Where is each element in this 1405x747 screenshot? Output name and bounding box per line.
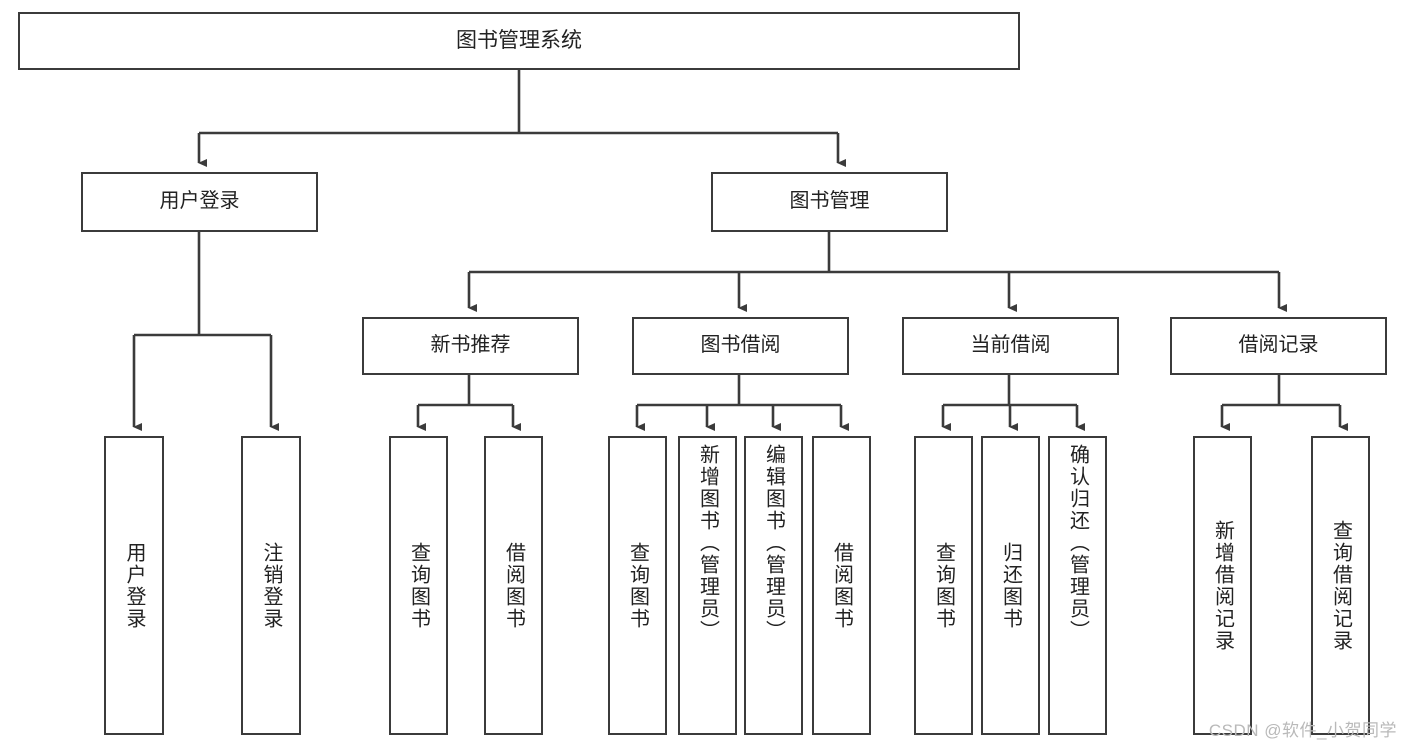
- leaf-borrow-edit-book-label: 编辑图书（管理员）: [762, 444, 785, 642]
- leaf-records-add-record[interactable]: 新增借阅记录: [1193, 436, 1252, 735]
- leaf-user-login-logout[interactable]: 注销登录: [241, 436, 301, 735]
- node-current-borrow[interactable]: 当前借阅: [902, 317, 1119, 375]
- node-book-borrow[interactable]: 图书借阅: [632, 317, 849, 375]
- leaf-records-query-record-label: 查询借阅记录: [1329, 519, 1352, 652]
- leaf-current-return-book-label: 归还图书: [999, 541, 1022, 630]
- csdn-watermark: CSDN @软件_小贺同学: [1208, 721, 1397, 740]
- leaf-borrow-add-book[interactable]: 新增图书（管理员）: [678, 436, 737, 735]
- leaf-current-confirm-return-label: 确认归还（管理员）: [1066, 444, 1089, 642]
- node-new-book-recommend[interactable]: 新书推荐: [362, 317, 579, 375]
- leaf-user-login-login-label: 用户登录: [123, 541, 145, 630]
- leaf-borrow-edit-book[interactable]: 编辑图书（管理员）: [744, 436, 803, 735]
- node-user-login[interactable]: 用户登录: [81, 172, 318, 232]
- leaf-user-login-logout-label: 注销登录: [260, 541, 282, 630]
- leaf-borrow-borrow-book[interactable]: 借阅图书: [812, 436, 871, 735]
- node-borrow-records-label: 借阅记录: [1238, 334, 1319, 357]
- node-user-login-label: 用户登录: [159, 190, 240, 213]
- node-root-label: 图书管理系统: [456, 28, 582, 52]
- leaf-borrow-borrow-book-label: 借阅图书: [830, 541, 853, 630]
- leaf-current-confirm-return[interactable]: 确认归还（管理员）: [1048, 436, 1107, 735]
- leaf-records-add-record-label: 新增借阅记录: [1211, 519, 1234, 652]
- node-borrow-records[interactable]: 借阅记录: [1170, 317, 1387, 375]
- leaf-current-query-book-label: 查询图书: [932, 541, 955, 630]
- leaf-user-login-login[interactable]: 用户登录: [104, 436, 164, 735]
- leaf-current-query-book[interactable]: 查询图书: [914, 436, 973, 735]
- node-current-borrow-label: 当前借阅: [970, 334, 1051, 357]
- leaf-new-books-borrow[interactable]: 借阅图书: [484, 436, 543, 735]
- leaf-borrow-query-book[interactable]: 查询图书: [608, 436, 667, 735]
- leaf-current-return-book[interactable]: 归还图书: [981, 436, 1040, 735]
- leaf-new-books-query-label: 查询图书: [407, 541, 430, 630]
- node-new-book-recommend-label: 新书推荐: [430, 334, 511, 357]
- node-root[interactable]: 图书管理系统: [18, 12, 1020, 70]
- leaf-borrow-query-book-label: 查询图书: [626, 541, 649, 630]
- leaf-borrow-add-book-label: 新增图书（管理员）: [696, 444, 719, 642]
- leaf-new-books-query[interactable]: 查询图书: [389, 436, 448, 735]
- node-book-management[interactable]: 图书管理: [711, 172, 948, 232]
- node-book-management-label: 图书管理: [789, 190, 870, 213]
- node-book-borrow-label: 图书借阅: [700, 334, 781, 357]
- leaf-new-books-borrow-label: 借阅图书: [502, 541, 525, 630]
- leaf-records-query-record[interactable]: 查询借阅记录: [1311, 436, 1370, 735]
